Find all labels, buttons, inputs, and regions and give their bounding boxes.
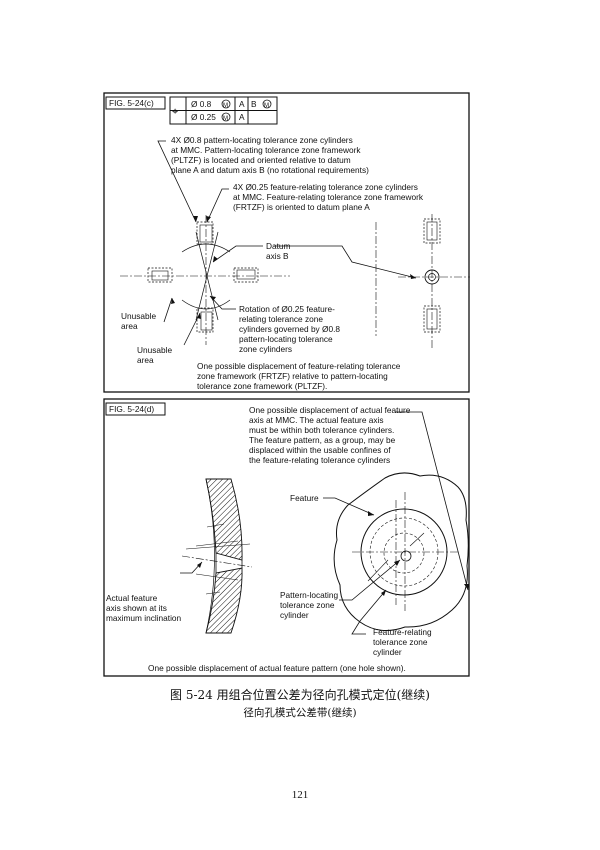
svg-text:One possible displacement of a: One possible displacement of actual feat… — [249, 405, 411, 415]
feature-relating-cylinder-label: Feature-relating tolerance zone cylinder — [373, 627, 432, 657]
panel-d-tag-box — [105, 402, 166, 416]
svg-text:zone cylinders: zone cylinders — [239, 344, 292, 354]
svg-text:axis shown at its: axis shown at its — [106, 603, 167, 613]
section-view — [181, 478, 253, 634]
figure-caption-subtitle: 径向孔模式公差带(继续) — [243, 707, 357, 719]
position-symbol-icon: ⌖ — [172, 106, 178, 118]
panel-c-tag: FIG. 5-24(c) — [109, 98, 154, 108]
fcf-row1-datum-b-modifier: M — [264, 103, 269, 109]
svg-text:cylinder: cylinder — [373, 647, 402, 657]
svg-text:pattern-locating tolerance: pattern-locating tolerance — [239, 334, 333, 344]
svg-text:area: area — [121, 321, 138, 331]
svg-text:zone framework (FRTZF) relativ: zone framework (FRTZF) relative to patte… — [197, 371, 388, 381]
pattern-sketch-left — [120, 215, 290, 345]
panel-c-tag-box — [105, 96, 166, 110]
svg-text:at MMC. Pattern-locating tole: at MMC. Pattern-locating tolerance zone … — [171, 145, 361, 155]
fcf-row2-tolerance: Ø 0.25 — [191, 112, 216, 122]
unusable-area-label-1: Unusable area — [121, 311, 156, 331]
fcf-row2-datum-a: A — [239, 112, 245, 122]
svg-text:relating tolerance zone: relating tolerance zone — [239, 314, 323, 324]
svg-text:axis B: axis B — [266, 251, 289, 261]
svg-text:area: area — [137, 355, 154, 365]
svg-text:Feature-relating: Feature-relating — [373, 627, 432, 637]
svg-text:Unusable: Unusable — [121, 311, 156, 321]
feature-label: Feature — [290, 493, 319, 503]
wavy-part — [333, 472, 469, 632]
fcf-row2-modifier: M — [223, 116, 228, 122]
svg-text:Actual feature: Actual feature — [106, 593, 158, 603]
arrowheads-d — [197, 511, 469, 596]
pattern-locating-cylinder-label: Pattern-locating tolerance zone cylinder — [280, 590, 338, 620]
svg-text:tolerance zone framework (PLTZ: tolerance zone framework (PLTZF). — [197, 381, 327, 391]
svg-text:the feature-relating tolerance: the feature-relating tolerance cylinders — [249, 455, 390, 465]
svg-text:One possible displacement of f: One possible displacement of feature-rel… — [197, 361, 401, 371]
pattern-sketch-right — [375, 214, 470, 348]
note-frtzf: 4X Ø0.25 feature-relating tolerance zone… — [233, 182, 424, 212]
datum-axis-label: Datum axis B — [266, 241, 291, 261]
fcf-row1-tolerance: Ø 0.8 — [191, 99, 212, 109]
fig-5-24d-panel: FIG. 5-24(d) One possible displacement o… — [103, 398, 470, 677]
svg-text:4X Ø0.25 feature-relating tole: 4X Ø0.25 feature-relating tolerance zone… — [233, 182, 418, 192]
panel-d-border — [103, 398, 470, 677]
svg-text:displaced within the usable co: displaced within the usable confines of — [249, 445, 391, 455]
svg-text:4X Ø0.8 pattern-locating toler: 4X Ø0.8 pattern-locating tolerance zone … — [171, 135, 353, 145]
svg-text:maximum inclination: maximum inclination — [106, 613, 182, 623]
svg-text:axis at MMC. The actual featu: axis at MMC. The actual feature axis — [249, 415, 384, 425]
arrowheads-c — [171, 216, 416, 319]
rotation-note: Rotation of Ø0.25 feature- relating tole… — [239, 304, 340, 354]
svg-text:at MMC. Feature-relating tole: at MMC. Feature-relating tolerance zone … — [233, 192, 424, 202]
feature-control-frame: ⌖ Ø 0.8 M A B M Ø 0.25 M A — [169, 96, 278, 125]
panel-d-tag: FIG. 5-24(d) — [109, 404, 154, 414]
panel-c-border — [103, 92, 470, 393]
svg-text:tolerance zone: tolerance zone — [373, 637, 428, 647]
unusable-area-label-2: Unusable area — [137, 345, 172, 365]
fcf-row1-datum-a: A — [239, 99, 245, 109]
svg-text:(PLTZF) is located and oriente: (PLTZF) is located and oriented relative… — [171, 155, 351, 165]
svg-text:tolerance zone: tolerance zone — [280, 600, 335, 610]
svg-text:cylinders governed by Ø0.8: cylinders governed by Ø0.8 — [239, 324, 340, 334]
panel-d-bottom-note: One possible displacement of actual feat… — [148, 663, 406, 673]
panel-d-top-note: One possible displacement of actual feat… — [249, 405, 411, 465]
svg-text:Datum: Datum — [266, 241, 291, 251]
svg-text:must be within both tolerance: must be within both tolerance cylinders. — [249, 425, 394, 435]
page-number: 121 — [291, 789, 309, 801]
fcf-row1-modifier: M — [223, 103, 228, 109]
leaders-c — [157, 140, 417, 346]
svg-text:Unusable: Unusable — [137, 345, 172, 355]
svg-text:plane A and datum axis B (no r: plane A and datum axis B (no rotational … — [171, 165, 369, 175]
svg-text:(FRTZF) is oriented to datum p: (FRTZF) is oriented to datum plane A — [233, 202, 370, 212]
figure-caption-title: 图 5-24 用组合位置公差为径向孔模式定位(继续) — [170, 688, 430, 702]
fig-5-24c-panel: FIG. 5-24(c) ⌖ Ø 0.8 M A B M Ø 0.25 M A … — [103, 92, 470, 393]
panel-c-bottom-note: One possible displacement of feature-rel… — [197, 361, 401, 391]
fcf-row1-datum-b: B — [251, 99, 257, 109]
svg-text:The feature pattern, as a grou: The feature pattern, as a group, may be — [249, 435, 396, 445]
svg-text:cylinder: cylinder — [280, 610, 309, 620]
svg-text:Pattern-locating: Pattern-locating — [280, 590, 338, 600]
svg-text:Rotation of Ø0.25 feature-: Rotation of Ø0.25 feature- — [239, 304, 335, 314]
note-pltzf: 4X Ø0.8 pattern-locating tolerance zone … — [171, 135, 369, 175]
actual-axis-label: Actual feature axis shown at its maximum… — [106, 593, 182, 623]
